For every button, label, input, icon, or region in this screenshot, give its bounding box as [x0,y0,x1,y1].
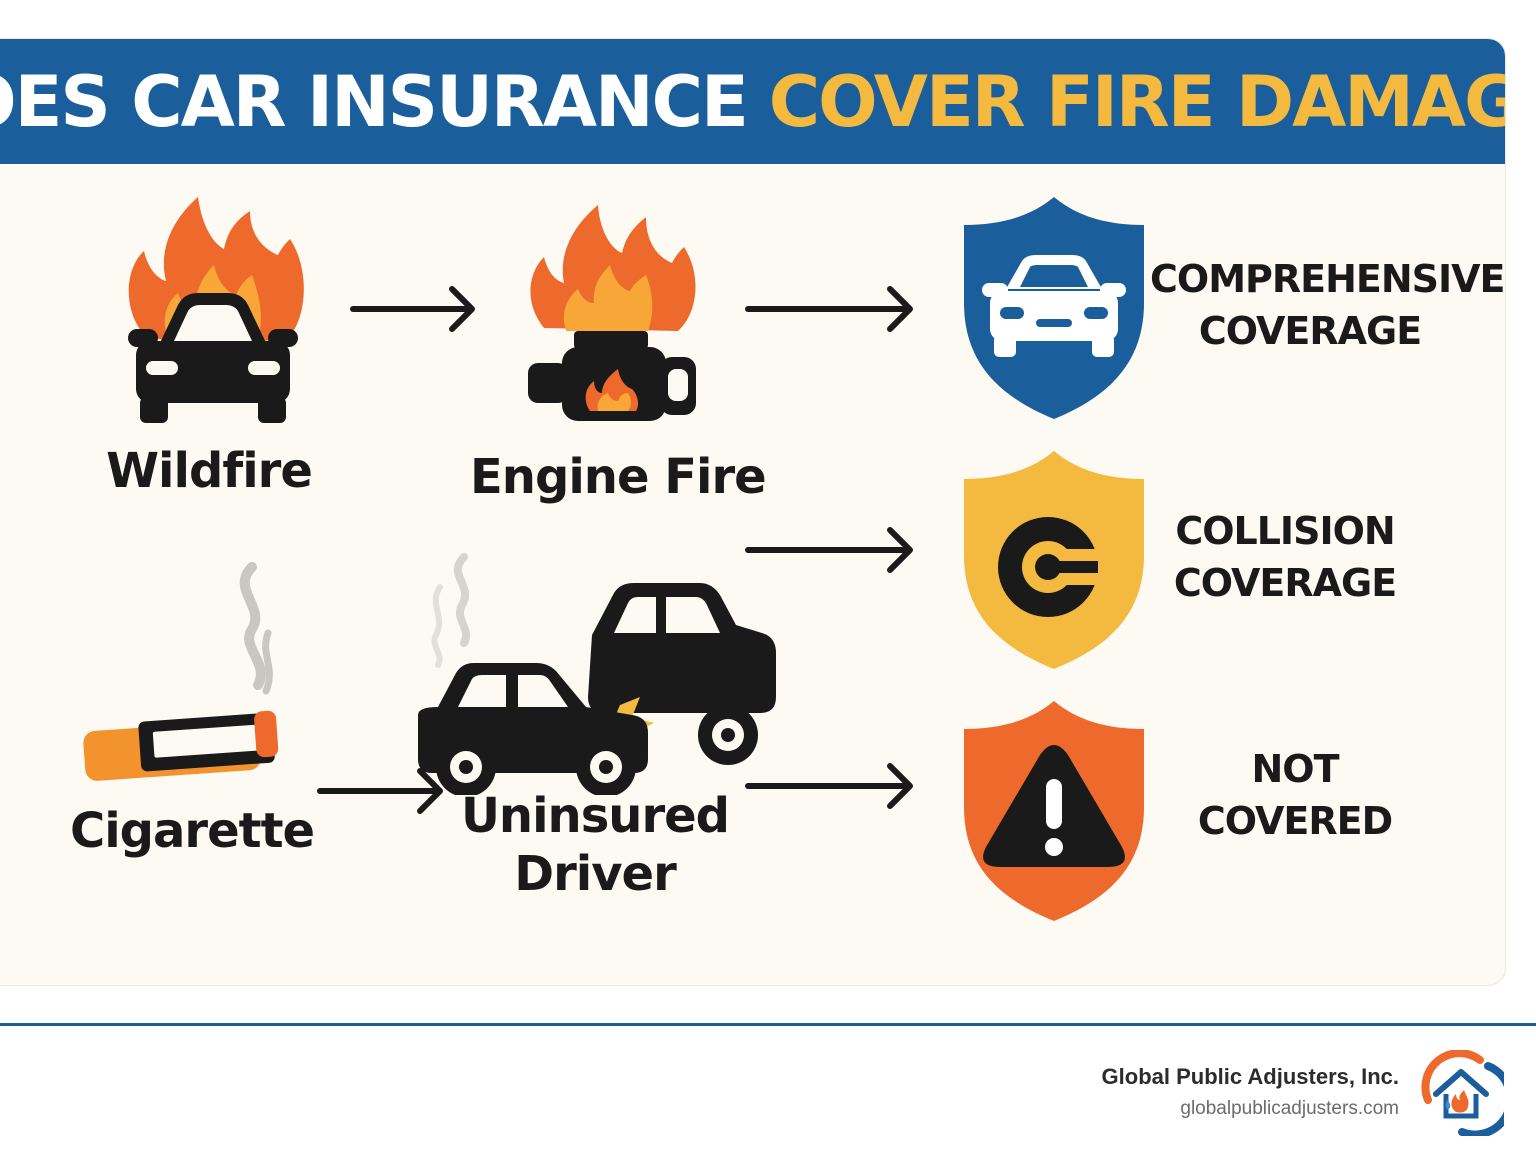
footer-divider [0,1023,1536,1026]
coverage-label-line1: COMPREHENSIVE [1150,257,1505,301]
house-flame-logo-icon [1421,1050,1504,1136]
page-title: DOES CAR INSURANCE COVER FIRE DAMAGE? [0,39,1505,164]
coverage-label-line1: COLLISION [1175,509,1395,553]
coverage-label-comprehensive: COMPREHENSIVE COVERAGE [1150,253,1505,357]
title-highlight: COVER FIRE DAMAGE? [768,60,1505,143]
cause-label-line1: Uninsured [460,788,730,844]
coverage-label-line2: COVERAGE [1198,309,1422,353]
cause-label-line2: Driver [514,846,676,902]
warning-shield-icon [964,701,1144,921]
collision-shield-icon [964,451,1144,669]
coverage-label-line1: NOT [1251,747,1339,791]
engine-fire-icon [528,205,696,421]
car-shield-icon [964,197,1144,419]
cigarette-icon [83,562,279,781]
coverage-label-line2: COVERAGE [1173,561,1397,605]
arrows-layer [317,286,913,814]
arrow-wildfire-to-engine [350,286,475,332]
arrow-cigarette-to-uninsured [317,768,443,814]
cause-label-cigarette: Cigarette [70,803,315,859]
arrow-engine-to-comprehensive [745,286,913,332]
infographic-card: DOES CAR INSURANCE COVER FIRE DAMAGE? Wi… [0,38,1506,986]
title-banner [0,39,1505,164]
car-collision-icon [418,553,776,795]
cause-label-wildfire: Wildfire [106,443,313,499]
cause-label-engine-fire: Engine Fire [470,449,767,505]
burning-car-icon [128,197,304,423]
company-website: globalpublicadjusters.com [1180,1098,1399,1119]
company-name: Global Public Adjusters, Inc. [1101,1064,1399,1089]
coverage-label-not-covered: NOT COVERED [1150,743,1440,847]
cause-label-uninsured-driver: Uninsured Driver [450,787,740,903]
arrow-to-not-covered [745,763,913,809]
title-main: DOES CAR INSURANCE [0,60,749,143]
coverage-label-collision: COLLISION COVERAGE [1150,505,1420,609]
coverage-label-line2: COVERED [1197,799,1393,843]
arrow-to-collision [745,527,913,573]
